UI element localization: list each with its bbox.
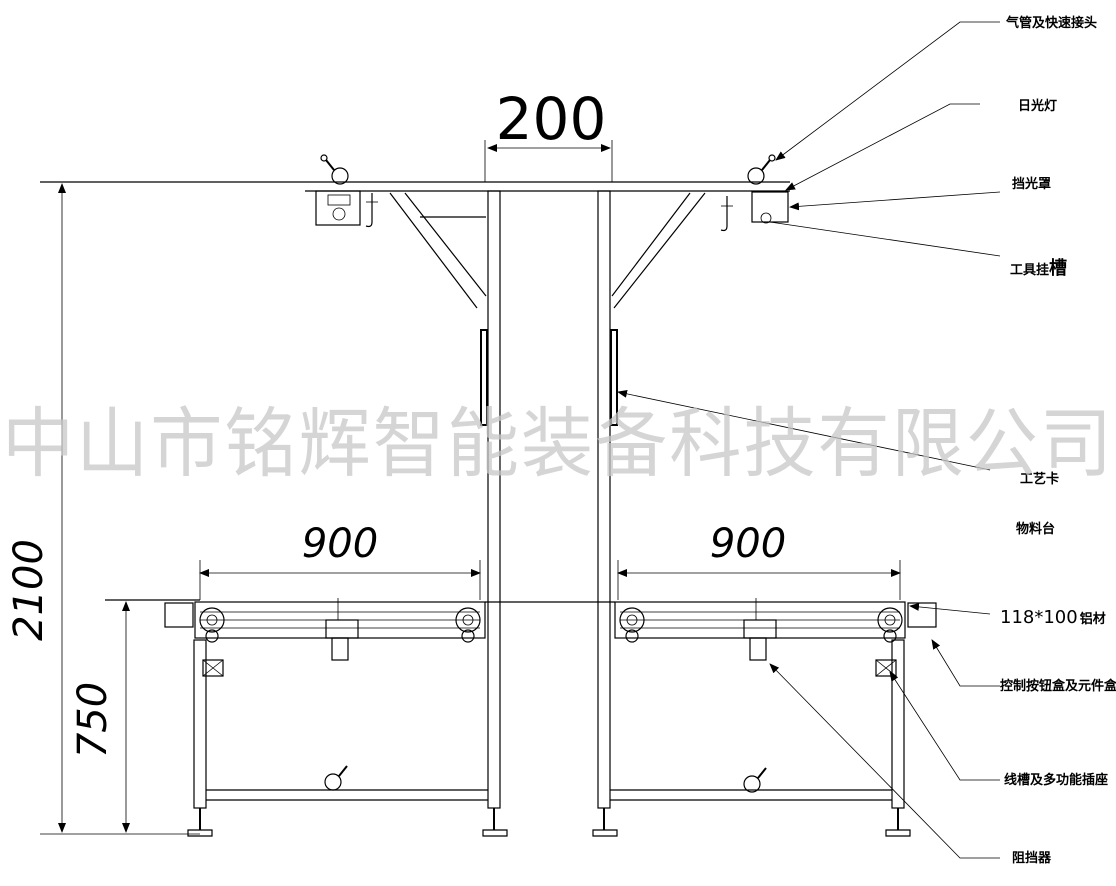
- label-wire-trough: 线槽及多功能插座: [1004, 772, 1108, 788]
- label-air-pipe: 气管及快速接头: [1006, 15, 1097, 31]
- label-aluminum-size: 118*100: [1000, 607, 1078, 628]
- dimension-lines: [40, 144, 901, 835]
- air-connector-icon: [747, 154, 776, 185]
- label-aluminum-material: 铝材: [1080, 611, 1106, 627]
- label-stopper: 阻挡器: [1012, 850, 1052, 866]
- top-frame: [40, 140, 790, 309]
- right-table: [610, 598, 937, 837]
- label-tool-hanger-part-a: 工具挂: [1010, 262, 1049, 278]
- label-tool-hanger-part-b: 槽: [1049, 257, 1067, 279]
- lamp-bracket-icon: [751, 191, 789, 224]
- dim-left-width: 900: [302, 521, 378, 567]
- dim-total-height: 2100: [6, 539, 52, 641]
- air-connector-icon: [743, 767, 767, 793]
- label-material-table: 物料台: [1016, 521, 1055, 537]
- label-fluorescent-lamp: 日光灯: [1018, 98, 1057, 114]
- tool-hook-icon: [365, 193, 733, 232]
- dim-top-width: 200: [496, 85, 607, 153]
- leader-lines: [617, 21, 1001, 859]
- label-process-card: 工艺卡: [1020, 471, 1059, 487]
- dim-table-height: 750: [70, 682, 116, 758]
- label-light-shield: 挡光罩: [1012, 176, 1051, 192]
- air-connector-icon: [320, 154, 349, 185]
- left-table: [164, 598, 488, 837]
- dim-right-width: 900: [710, 521, 786, 567]
- center-column: [480, 190, 618, 837]
- label-control-box: 控制按钮盒及元件盒: [1000, 678, 1116, 694]
- air-connector-icon: [324, 765, 348, 791]
- watermark-text: 中山市铭辉智能装备科技有限公司: [2, 399, 1114, 488]
- label-tool-hanger: 工具挂槽: [1010, 257, 1067, 279]
